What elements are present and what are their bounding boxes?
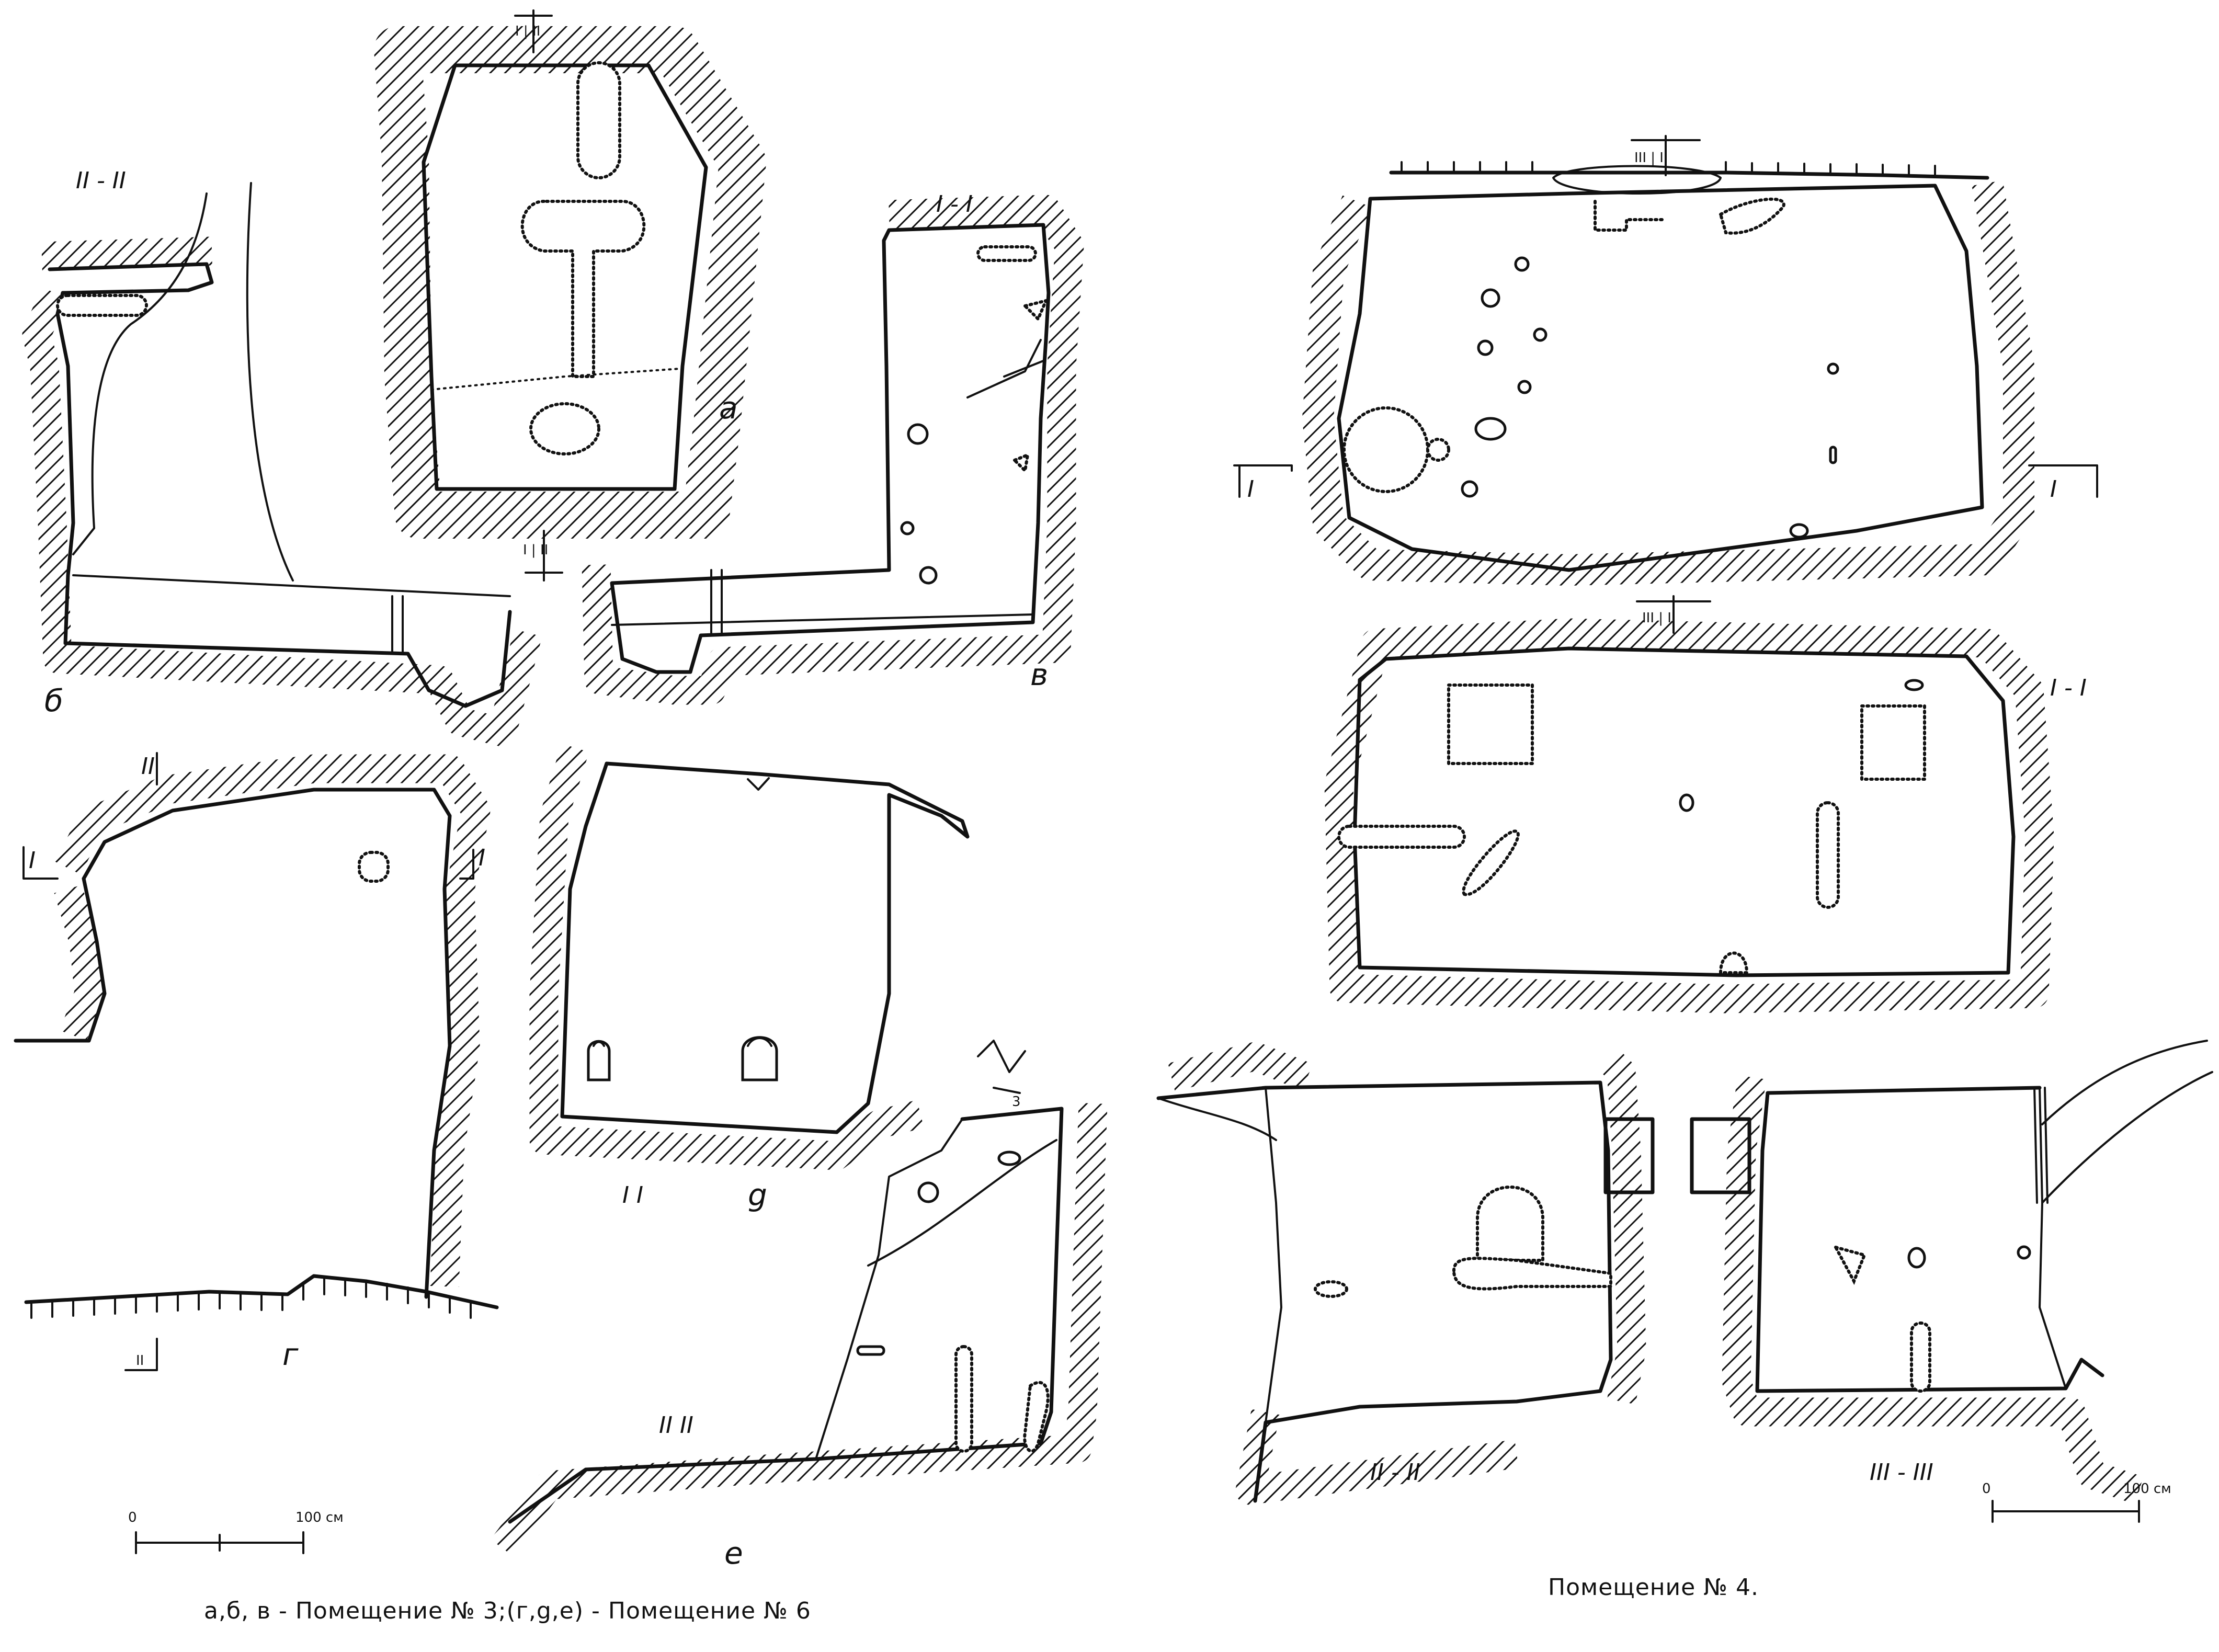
scale-bar-right: 0 100 см <box>1982 1481 2171 1523</box>
label-d: g <box>748 1177 767 1213</box>
section-v-room3: I - I в <box>582 191 1084 705</box>
section-marker-mid: I | II <box>523 542 548 558</box>
scale-left-end: 100 см <box>295 1510 344 1525</box>
label-b: б <box>44 683 63 719</box>
section-top-room4: III | II I I <box>1233 135 2098 586</box>
section-marker-r-right: I <box>2050 476 2057 503</box>
plan-g-room6: I I II II г <box>14 752 499 1372</box>
section-r-lr-title: III - III <box>1870 1459 1933 1486</box>
section-marker-r-left: I <box>1247 476 1254 503</box>
section-r-plan-title: I - I <box>2050 675 2087 701</box>
label-v: в <box>1030 657 1048 692</box>
scale-right-end: 100 см <box>2123 1481 2171 1497</box>
section-v-title: I - I <box>936 191 973 218</box>
scale-left-start: 0 <box>128 1510 137 1525</box>
section-b-room3: II - II б <box>22 167 542 747</box>
section-r-ll-title: II - II <box>1370 1459 1420 1486</box>
scale-bar-left: 0 100 см <box>128 1510 344 1554</box>
label-a: а <box>719 390 738 426</box>
section-marker-g-right: I <box>479 845 485 871</box>
plan-mid-room4: III | II I - I <box>1324 595 2087 1013</box>
section-marker-g-bottom: II <box>136 1353 144 1369</box>
section-e-room6: 3 II II е <box>491 1040 1108 1571</box>
section-marker-r-top: III | II <box>1634 150 1668 166</box>
section-marker-g-left: I <box>29 847 36 874</box>
section-marker-top: I | II <box>515 24 540 39</box>
section-marker-g-top: II <box>141 753 155 780</box>
plan-a-room3: а <box>374 26 766 539</box>
section-ll-room4: II - II <box>1156 1042 1655 1505</box>
caption-left: а,б, в - Помещение № 3;(г,g,е) - Помещен… <box>204 1598 811 1624</box>
section-b-title: II - II <box>76 167 126 194</box>
scale-right-start: 0 <box>1982 1481 1991 1497</box>
section-marker-r-mid: III | II <box>1642 610 1676 626</box>
section-lr-room4: III - III <box>1690 1040 2213 1505</box>
label-e: е <box>724 1535 743 1571</box>
caption-right: Помещение № 4. <box>1548 1574 1759 1601</box>
section-e-mark: 3 <box>1012 1094 1021 1110</box>
label-g: г <box>282 1337 299 1372</box>
section-e-title: II II <box>659 1412 693 1439</box>
section-d-title: I I <box>622 1182 643 1209</box>
section-markers-room3: I | II I | II <box>514 9 563 582</box>
section-d-room6: I I g <box>529 743 970 1213</box>
